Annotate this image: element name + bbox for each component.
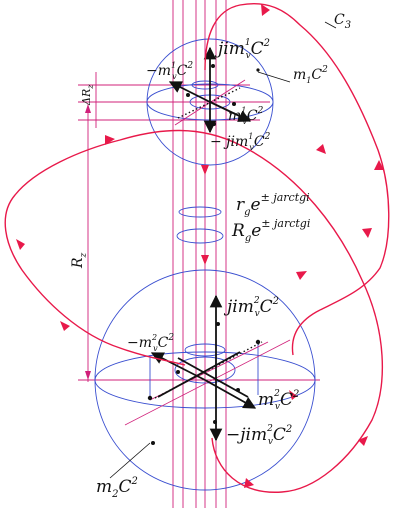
bottom-mass-label: m2C2 (96, 476, 138, 500)
rz-label: Rz (70, 252, 89, 269)
curve-label: C3 (334, 12, 351, 31)
curve-arrowheads (16, 4, 384, 488)
vector-arrows (150, 46, 257, 442)
middle-rings (176, 206, 224, 244)
rg-big-label: Rge± jarctgi (231, 217, 310, 244)
curve-c3 (4, 3, 390, 493)
leader-lines (109, 21, 337, 479)
points (147, 64, 261, 445)
top-mass-label: m1C2 (293, 65, 328, 85)
delta-r-label: ΔRz (80, 84, 95, 106)
rg-small-label: rge± jarctgi (236, 191, 310, 218)
bottom-sphere (94, 269, 316, 491)
